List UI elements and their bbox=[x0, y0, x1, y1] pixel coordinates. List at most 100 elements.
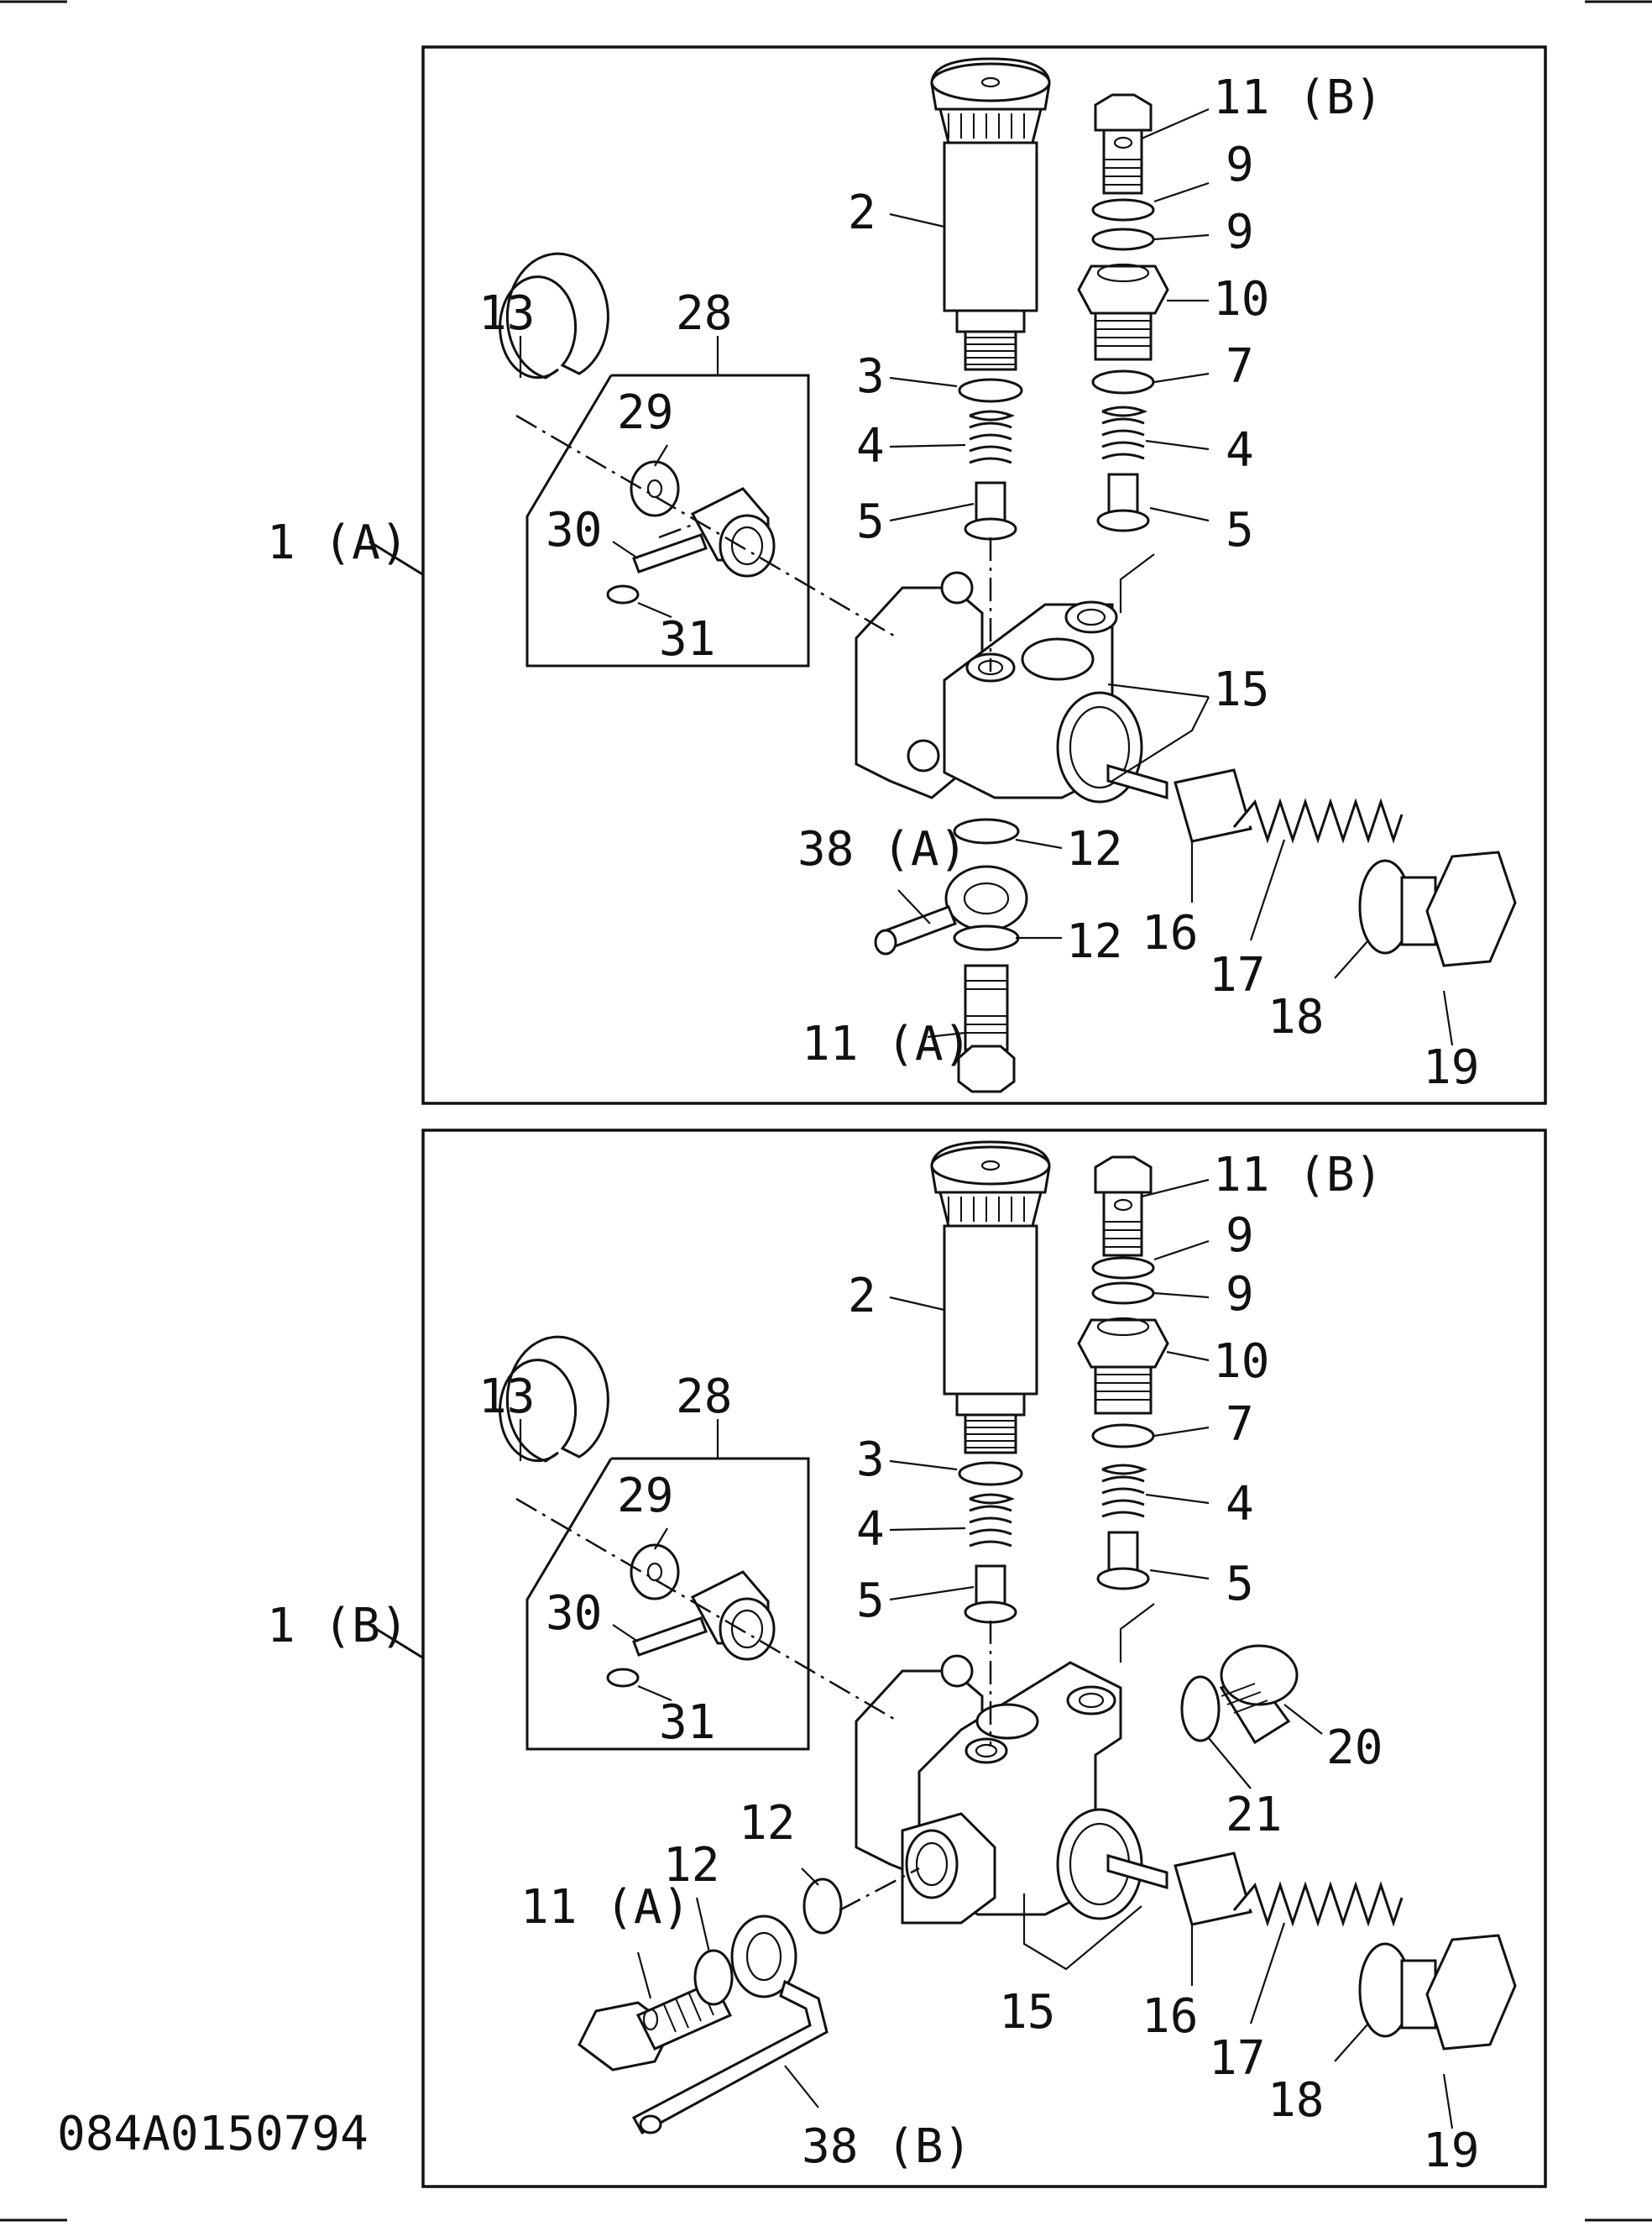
plug-19-part bbox=[1400, 851, 1517, 967]
axis-line bbox=[515, 1497, 899, 1723]
callouts-1a: 2 3 4 5 13 28 29 30 31 11 (B) 9 9 10 7 4… bbox=[478, 71, 1479, 1095]
gasket-9-upper-part bbox=[1091, 1256, 1155, 1280]
gasket-3-part bbox=[958, 1461, 1023, 1486]
callout-2: 2 bbox=[848, 186, 876, 240]
spring-4b-part bbox=[1101, 406, 1148, 460]
gasket-12-lower-part bbox=[693, 1949, 734, 2006]
callout-10: 10 bbox=[1213, 1334, 1269, 1389]
callout-12-upper: 12 bbox=[1066, 822, 1122, 877]
callout-18: 18 bbox=[1268, 990, 1324, 1045]
callout-17: 17 bbox=[1209, 2031, 1265, 2086]
pump-body-15-part bbox=[855, 571, 1168, 804]
callout-7: 7 bbox=[1226, 1397, 1254, 1452]
callout-12-lower: 12 bbox=[663, 1838, 719, 1893]
banjo-38a-part bbox=[874, 818, 1028, 956]
clip-31-part bbox=[606, 1668, 640, 1688]
callout-4b: 4 bbox=[1226, 1477, 1254, 1532]
callout-21: 21 bbox=[1226, 1788, 1282, 1842]
gasket-9-lower-part bbox=[1091, 1281, 1155, 1305]
callout-4b: 4 bbox=[1226, 423, 1254, 478]
eye-bolt-11a-part bbox=[957, 964, 1016, 1093]
panel-1b-label: 1 (B) bbox=[267, 1599, 409, 1653]
callout-20: 20 bbox=[1326, 1721, 1383, 1775]
callout-28: 28 bbox=[676, 1370, 732, 1424]
valve-5-part bbox=[964, 1564, 1017, 1624]
callout-4: 4 bbox=[856, 419, 885, 474]
callout-9-upper: 9 bbox=[1226, 138, 1254, 192]
pin-30-part bbox=[632, 1616, 708, 1657]
callout-2: 2 bbox=[848, 1269, 876, 1323]
circlip-13-part bbox=[499, 252, 609, 380]
gasket-7-part bbox=[1091, 369, 1155, 395]
callout-38b: 38 (B) bbox=[802, 2119, 971, 2174]
callout-5b: 5 bbox=[1226, 1557, 1254, 1611]
callout-12-upper: 12 bbox=[739, 1796, 795, 1851]
gasket-7-part bbox=[1091, 1423, 1155, 1448]
priming-pump-part bbox=[930, 57, 1051, 371]
callout-11a: 11 (A) bbox=[802, 1017, 971, 1071]
gasket-12-upper-part bbox=[802, 1878, 843, 1935]
tappet-part bbox=[690, 487, 776, 578]
leader-lines bbox=[519, 107, 1454, 1046]
callout-31: 31 bbox=[659, 1695, 715, 1750]
gasket-9-upper-part bbox=[1091, 198, 1155, 222]
callout-15: 15 bbox=[1213, 663, 1269, 717]
axis-line bbox=[515, 414, 899, 640]
spring-17-part bbox=[1232, 798, 1404, 844]
callout-4: 4 bbox=[856, 1502, 885, 1557]
plug-20-part bbox=[1219, 1644, 1299, 1745]
inset-box-28 bbox=[525, 374, 810, 668]
valve-5b-part bbox=[1096, 473, 1150, 532]
callout-7: 7 bbox=[1226, 339, 1254, 394]
callout-15: 15 bbox=[999, 1985, 1055, 2040]
callout-19: 19 bbox=[1423, 1040, 1479, 1095]
callout-16: 16 bbox=[1142, 906, 1198, 961]
callout-31: 31 bbox=[659, 612, 715, 667]
callout-12-lower: 12 bbox=[1066, 914, 1122, 969]
callout-5b: 5 bbox=[1226, 503, 1254, 558]
callout-18: 18 bbox=[1268, 2073, 1324, 2128]
roller-29-part bbox=[630, 460, 680, 517]
callout-17: 17 bbox=[1209, 948, 1265, 1003]
callout-11b: 11 (B) bbox=[1213, 1148, 1383, 1202]
callouts-1b: 2 3 4 5 13 28 29 30 31 11 (B) 9 9 10 7 4… bbox=[478, 1148, 1479, 2178]
callout-3: 3 bbox=[856, 349, 885, 404]
eye-bolt-11b-part bbox=[1094, 1155, 1153, 1257]
callout-9-upper: 9 bbox=[1226, 1208, 1254, 1263]
valve-5-part bbox=[964, 481, 1017, 541]
callout-5: 5 bbox=[856, 1574, 885, 1628]
callout-9-lower: 9 bbox=[1226, 1267, 1254, 1322]
callout-5: 5 bbox=[856, 495, 885, 549]
sleeve-16-part bbox=[1174, 768, 1252, 843]
gasket-21-part bbox=[1180, 1675, 1221, 1742]
spring-4-part bbox=[969, 1493, 1016, 1548]
clip-31-part bbox=[606, 584, 640, 605]
gasket-3-part bbox=[958, 378, 1023, 403]
roller-29-part bbox=[630, 1543, 680, 1600]
callout-13: 13 bbox=[478, 1370, 535, 1424]
callout-13: 13 bbox=[478, 286, 535, 341]
tappet-part bbox=[690, 1570, 776, 1661]
circlip-13-part bbox=[499, 1335, 609, 1463]
callout-11a: 11 (A) bbox=[520, 1880, 690, 1935]
inset-box-28 bbox=[525, 1457, 810, 1751]
connector-10-part bbox=[1077, 263, 1169, 361]
pin-30-part bbox=[632, 533, 708, 574]
spring-17-part bbox=[1232, 1881, 1404, 1927]
callout-10: 10 bbox=[1213, 272, 1269, 327]
callout-29: 29 bbox=[617, 385, 673, 440]
axis-line bbox=[839, 1867, 920, 1912]
sleeve-16-part bbox=[1174, 1852, 1252, 1926]
callout-28: 28 bbox=[676, 286, 732, 341]
spring-4-part bbox=[969, 410, 1016, 464]
pump-body-15-part bbox=[855, 1654, 1168, 1925]
banjo-38b-part bbox=[631, 1914, 829, 2135]
panel-1b: 1 (B) bbox=[267, 1129, 1547, 2188]
connector-10-part bbox=[1077, 1317, 1169, 1415]
leader-lines bbox=[519, 1178, 1454, 2129]
callout-16: 16 bbox=[1142, 1989, 1198, 2044]
axis-line bbox=[658, 523, 693, 539]
